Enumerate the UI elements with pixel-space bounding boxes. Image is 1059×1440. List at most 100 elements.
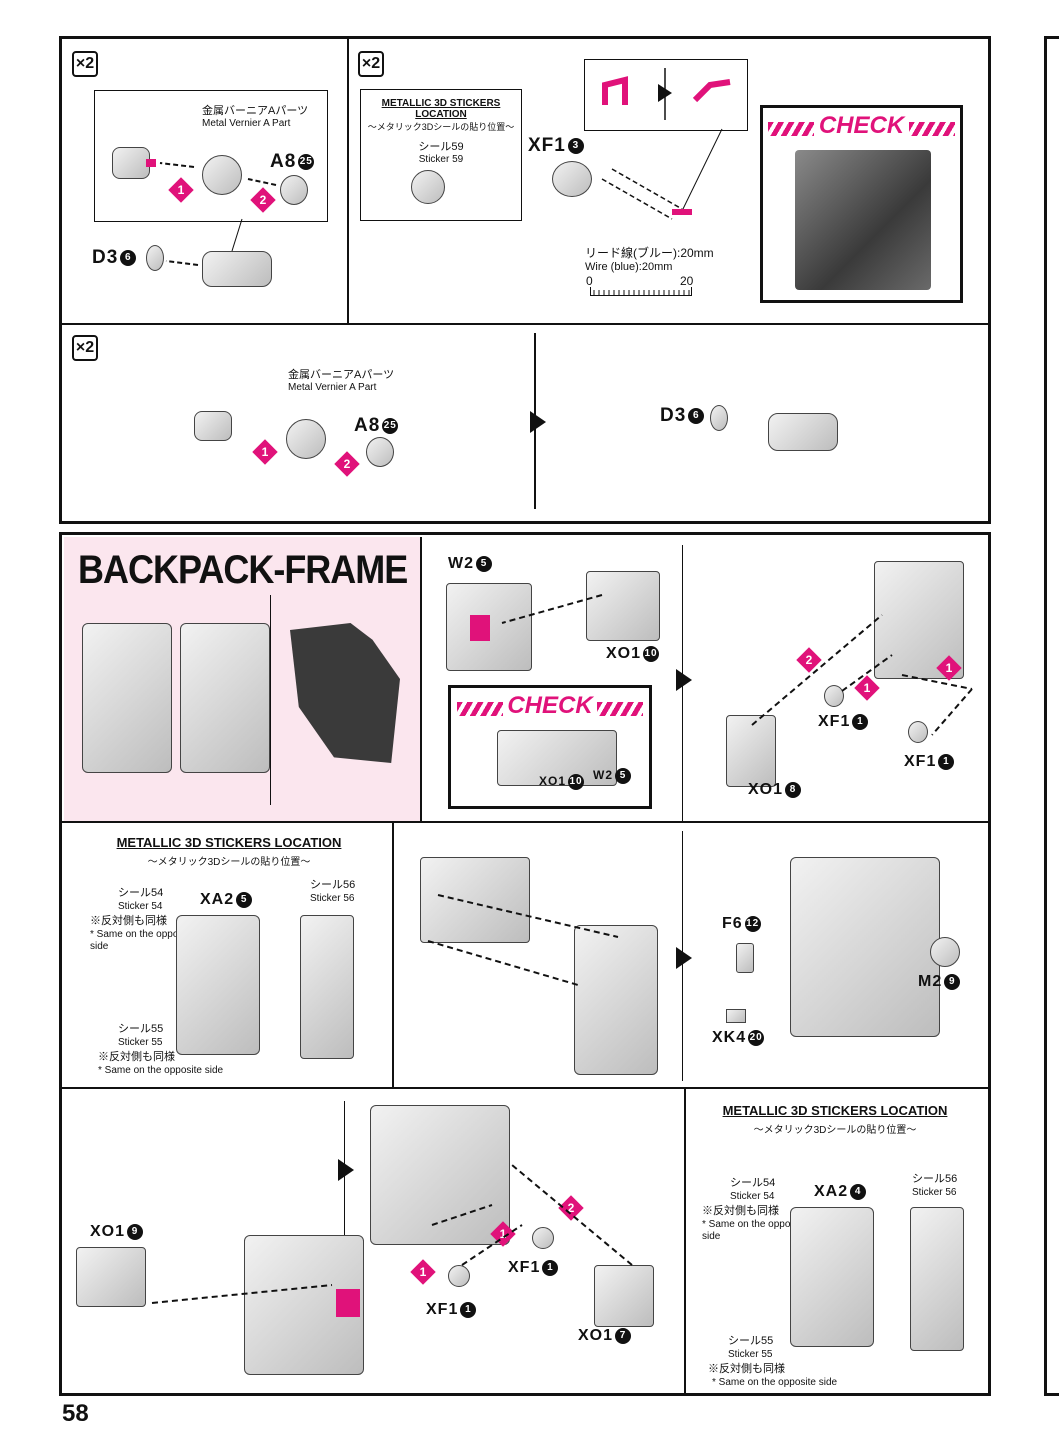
wire-label-en: Wire (blue):20mm [585, 261, 673, 273]
d3-ring-part [710, 405, 728, 431]
sticker-location-header: METALLIC 3D STICKERS LOCATION [722, 1103, 948, 1118]
frame-side-part [910, 1207, 964, 1351]
xf1-part [824, 685, 844, 707]
step-1-marker: 1 [252, 439, 278, 465]
wire-bend-diagram-box [584, 59, 748, 131]
sticker-location-subheader: ～メタリック3Dシールの貼り位置～ [147, 857, 311, 868]
check-title: CHECK [507, 692, 593, 719]
assembly-arrows [159, 162, 277, 266]
sticker-54-en: Sticker 54 [730, 1191, 775, 1202]
sticker-54-jp: シール54 [730, 1177, 776, 1189]
xo1-part [726, 715, 776, 787]
sticker-location-subheader: ～メタリック3Dシールの貼り位置～ [367, 122, 515, 132]
check-stripes [908, 121, 955, 136]
divider [392, 823, 394, 1087]
same-side-note-en: * Same on the opposite side [98, 1065, 224, 1076]
sticker-location-box: METALLIC 3D STICKERS LOCATION ～メタリック3Dシー… [360, 89, 522, 221]
check-stripes [768, 121, 815, 136]
same-side-note-en: * Same on the opposite side [702, 1219, 806, 1242]
page-number: 58 [62, 1400, 89, 1427]
sticker-55-en: Sticker 55 [728, 1349, 773, 1360]
divider [347, 39, 349, 325]
xf1-part [448, 1265, 470, 1287]
a8-part [280, 175, 308, 205]
next-step-arrow [338, 1159, 354, 1181]
sticker-59-jp: シール59 [418, 141, 464, 153]
assembly-arrows [151, 1284, 333, 1304]
xa2-frame-part [574, 925, 658, 1075]
same-side-note-jp: ※反対側も同様 [702, 1205, 779, 1217]
assembled-vernier [768, 413, 838, 451]
backpack-frame-assembled [790, 857, 940, 1037]
sticker-59-en: Sticker 59 [418, 154, 464, 165]
same-side-note-en: * Same on the opposite side [90, 929, 194, 952]
next-step-arrow [676, 669, 692, 691]
assembly-arrows [431, 1164, 633, 1266]
metal-vernier-part [202, 155, 242, 195]
xf1-part [908, 721, 928, 743]
sticker-55-en: Sticker 55 [118, 1037, 163, 1048]
wire-connection [601, 128, 723, 220]
sticker-54-en: Sticker 54 [118, 901, 163, 912]
backpack-frame-assembled [370, 1105, 510, 1245]
vernier-base-part [194, 411, 232, 441]
backpack-preview-right [180, 623, 270, 773]
assembly-arrows [427, 894, 619, 986]
sticker-location-subheader: ～メタリック3Dシールの貼り位置～ [753, 1125, 917, 1136]
ruler [590, 287, 692, 296]
pink-peg [146, 159, 156, 167]
a8-part [366, 437, 394, 467]
divider [684, 1089, 686, 1393]
sticker-location-header: METALLIC 3D STICKERS LOCATION [116, 835, 342, 850]
sticker-56-jp: シール56 [912, 1173, 958, 1185]
divider [62, 1087, 988, 1089]
pink-tab [336, 1289, 360, 1317]
quantity-x2-badge: ×2 [72, 335, 98, 361]
ruler-end: 20 [680, 274, 694, 288]
sticker-55-jp: シール55 [118, 1023, 164, 1035]
frame-side-part [300, 915, 354, 1059]
check-title: CHECK [818, 112, 905, 139]
sticker-55-jp: シール55 [728, 1335, 774, 1347]
assembled-vernier [202, 251, 272, 287]
divider [62, 821, 988, 823]
play-arrow [658, 84, 672, 102]
xa2-part [176, 915, 260, 1055]
sticker-56-en: Sticker 56 [912, 1187, 957, 1198]
next-step-arrow [530, 411, 546, 433]
backpack-preview-left [82, 623, 172, 773]
ruler-start: 0 [586, 274, 593, 288]
xo1-part [586, 571, 660, 641]
sticker-56-en: Sticker 56 [310, 893, 355, 904]
sticker-56-jp: シール56 [310, 879, 356, 891]
xa2-part [790, 1207, 874, 1347]
next-page-frame-edge [1044, 36, 1059, 1396]
metal-vernier-label-en: Metal Vernier A Part [288, 382, 377, 393]
step-2-marker: 2 [334, 451, 360, 477]
quantity-x2-badge: ×2 [358, 51, 384, 77]
xf1-part [532, 1227, 554, 1249]
detail-callout-box [94, 90, 328, 222]
xf1-part [552, 161, 592, 197]
xo1-part [594, 1265, 654, 1327]
silhouette-shape [290, 623, 400, 763]
next-step-arrow [676, 947, 692, 969]
same-side-note-en: * Same on the opposite side [712, 1377, 838, 1388]
divider [344, 1101, 345, 1323]
metal-vernier-label-jp: 金属バーニアAパーツ [202, 105, 309, 117]
